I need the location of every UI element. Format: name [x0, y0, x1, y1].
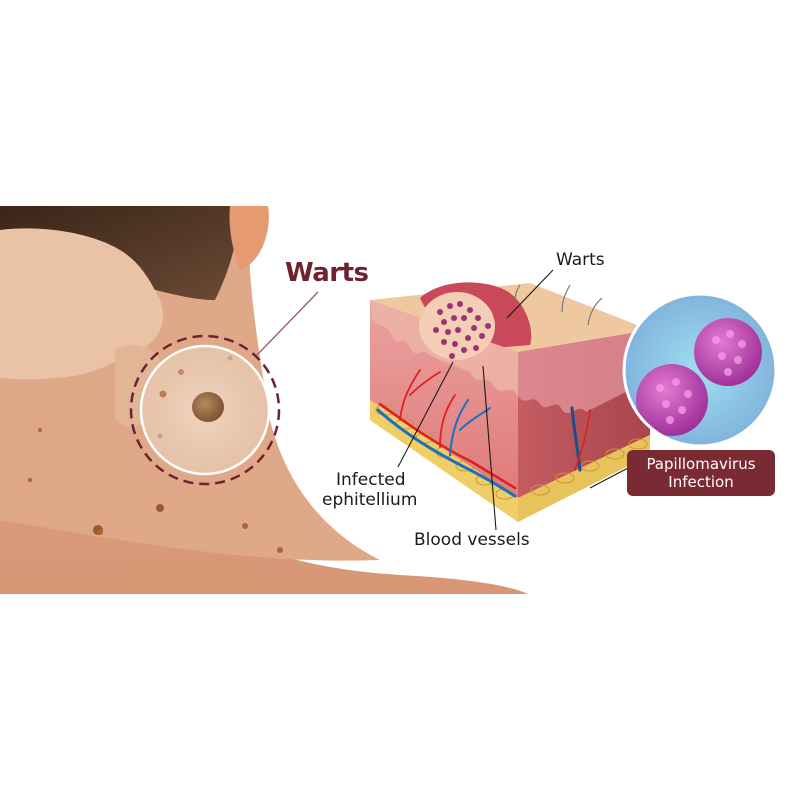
warts-leader-line [256, 291, 319, 356]
label-infected-line1: Infected [336, 470, 406, 490]
diagram-leader-lines [397, 269, 629, 531]
label-infected-line2: ephitellium [322, 490, 418, 510]
papillomavirus-badge: Papillomavirus Infection [627, 450, 775, 496]
badge-line1: Papillomavirus [646, 455, 756, 473]
label-warts: Warts [556, 250, 605, 270]
wart-magnifier [129, 291, 319, 486]
papillomavirus-bubble [622, 292, 778, 448]
label-blood-vessels: Blood vessels [414, 530, 530, 550]
badge-line2: Infection [668, 473, 734, 491]
skin-cross-section-diagram [370, 269, 650, 531]
warts-callout-label: Warts [285, 258, 369, 288]
